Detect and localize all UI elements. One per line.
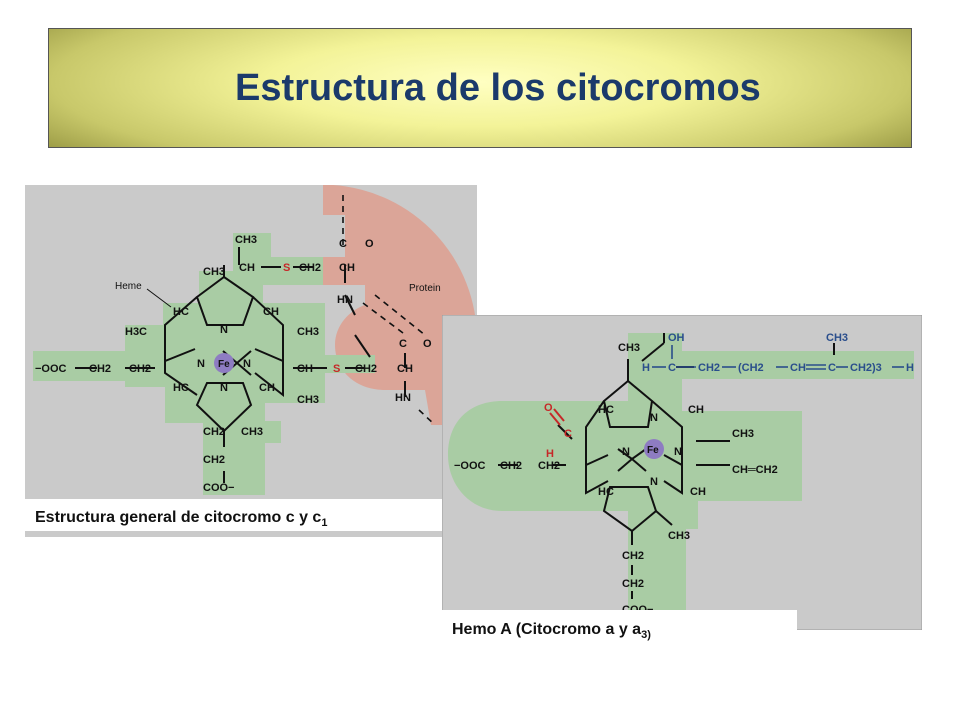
atom-o-top: O [365, 238, 374, 250]
atom-oh: OH [668, 332, 685, 344]
atom-c-chain-b: C [828, 362, 836, 374]
atom-n-top: N [650, 412, 658, 424]
cytochrome-c-structure: Heme Protein Fe N N N N CH3 CH3 CH S CH2… [25, 185, 477, 537]
heme-a-figure: OH H C CH2 (CH2 CH C CH3 CH2)3 H CH3 Fe … [442, 315, 922, 630]
atom-hc-bottom: HC [598, 486, 614, 498]
atom-ch2-top: CH2 [299, 262, 321, 274]
caption-heme-a-text: Hemo A (Citocromo a y a [452, 621, 642, 638]
atom-fe: Fe [218, 359, 230, 370]
atom-ch3-bottom: CH3 [668, 530, 690, 542]
caption-cytochrome-c-text: Estructura general de citocromo c y c [35, 509, 322, 526]
atom-n-left: N [622, 446, 630, 458]
label-heme: Heme [115, 281, 142, 292]
atom-ch3-bottom: CH3 [241, 426, 263, 438]
label-protein: Protein [409, 283, 441, 294]
atom-o-formyl: O [544, 402, 553, 414]
atom-ch-protein-top: CH [339, 262, 355, 274]
heme-a-structure: OH H C CH2 (CH2 CH C CH3 CH2)3 H CH3 Fe … [442, 315, 922, 630]
atom-ch2-left-b: CH2 [129, 363, 151, 375]
atom-fe: Fe [647, 445, 659, 456]
atom-hn-top: HN [337, 294, 353, 306]
atom-ch3-right: CH3 [732, 428, 754, 440]
atom-h-left: H [642, 362, 650, 374]
cytochrome-c-figure: Heme Protein Fe N N N N CH3 CH3 CH S CH2… [25, 185, 477, 537]
atom-ch3-left-top: CH3 [203, 266, 225, 278]
atom-coo-bottom: COO− [203, 482, 234, 494]
atom-n-bottom: N [650, 476, 658, 488]
atom-h3c-left: H3C [125, 326, 147, 338]
atom-ch2-left-b: CH2 [538, 460, 560, 472]
atom-ch2-left-a: CH2 [500, 460, 522, 472]
atom-ch-right-top: CH [263, 306, 279, 318]
title-bar: Estructura de los citocromos [48, 28, 912, 148]
atom-s-mid: S [333, 363, 340, 375]
caption-heme-a-sub: 3) [641, 629, 651, 642]
atom-ch-top-right: CH [688, 404, 704, 416]
atom-ch-vinyl: CH═CH2 [732, 464, 778, 476]
atom-ch2-bottom-b: CH2 [622, 578, 644, 590]
atom-n-right: N [243, 358, 251, 370]
atom-c-top: C [339, 238, 347, 250]
atom-ch-right-bottom: CH [259, 382, 275, 394]
atom-ch3-top: CH3 [235, 234, 257, 246]
atom-hc-left-bottom: HC [173, 382, 189, 394]
atom-ch-bottom-right: CH [690, 486, 706, 498]
slide-title: Estructura de los citocromos [235, 67, 761, 109]
atom-ch3-right: CH3 [297, 326, 319, 338]
atom-ch3-right-lower: CH3 [297, 394, 319, 406]
atom-n-left: N [197, 358, 205, 370]
atom-hn-mid: HN [395, 392, 411, 404]
atom-ooc-left: −OOC [35, 363, 67, 375]
atom-n-top: N [220, 324, 228, 336]
atom-c-mid: C [399, 338, 407, 350]
atom-n-right: N [674, 446, 682, 458]
atom-ch2-mid: CH2 [355, 363, 377, 375]
caption-heme-a: Hemo A (Citocromo a y a3) [442, 610, 797, 644]
atom-ch-chain: CH [790, 362, 806, 374]
atom-ch3-top: CH3 [618, 342, 640, 354]
atom-ch-top: CH [239, 262, 255, 274]
atom-c-formyl: C [564, 428, 572, 440]
atom-o-mid: O [423, 338, 432, 350]
atom-ch3-chain: CH3 [826, 332, 848, 344]
atom-ch2-chain: CH2 [698, 362, 720, 374]
atom-ch-right-mid: CH [297, 363, 313, 375]
atom-h-right: H [906, 362, 914, 374]
atom-ch2-bottom-b: CH2 [203, 454, 225, 466]
atom-hc-left-top: HC [173, 306, 189, 318]
atom-ch2-end: CH2)3 [850, 362, 882, 374]
atom-ch2-bottom-a: CH2 [203, 426, 225, 438]
atom-ooc-left: −OOC [454, 460, 486, 472]
atom-s-top: S [283, 262, 290, 274]
atom-n-bottom: N [220, 382, 228, 394]
atom-c-chain: C [668, 362, 676, 374]
atom-h-formyl: H [546, 448, 554, 460]
caption-cytochrome-c-sub: 1 [321, 517, 328, 530]
atom-ch2-paren: (CH2 [738, 362, 764, 374]
atom-ch2-bottom-a: CH2 [622, 550, 644, 562]
atom-ch2-left-a: CH2 [89, 363, 111, 375]
atom-ch-protein-mid: CH [397, 363, 413, 375]
atom-hc-top: HC [598, 404, 614, 416]
caption-cytochrome-c: Estructura general de citocromo c y c1 [25, 499, 445, 531]
